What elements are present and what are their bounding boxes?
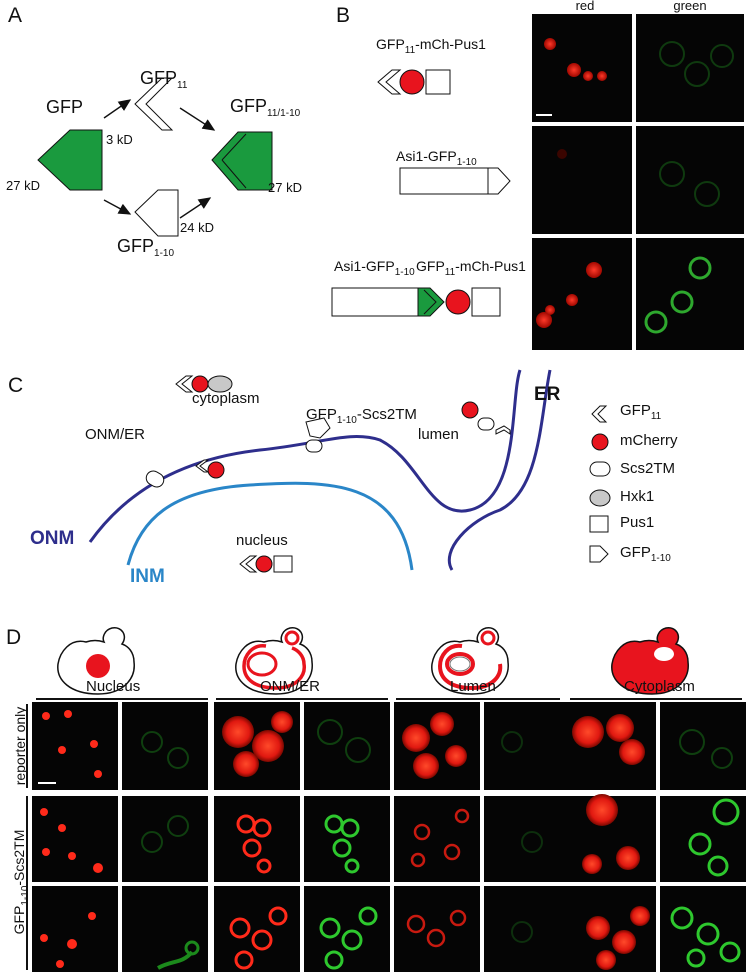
legend-entry-6: GFP1-10: [620, 544, 671, 564]
gfp-full-icon: [37, 129, 103, 191]
onm-label: ONM: [30, 528, 75, 549]
nucleus-cell-icon: [57, 627, 135, 695]
scs2tm-label: GFP1-10-Scs2TM: [306, 406, 417, 426]
cell-schematics: [57, 627, 689, 695]
panel-a-diagram: [37, 77, 273, 237]
group-label-cytoplasm: Cytoplasm: [624, 678, 695, 695]
gfp11-chevron-icon: [239, 555, 258, 573]
cytoplasm-cell-icon: [611, 627, 689, 695]
group-label-onm-er: ONM/ER: [260, 678, 320, 695]
legend-entry-5: Pus1: [620, 514, 655, 531]
gfp110-pentagon-icon: [305, 417, 331, 439]
legend-entry-1: GFP11: [620, 402, 662, 422]
gfp11-chevron-icon: [591, 405, 608, 423]
construct-label-3a: Asi1-GFP1-10: [334, 258, 415, 278]
group-underline-cytoplasm: [570, 698, 742, 700]
gfp-combined-kd-label: 27 kD: [268, 180, 302, 195]
legend-entry-3: Scs2TM: [620, 460, 676, 477]
scs2tm-capsule-icon: [477, 417, 495, 431]
construct-label-2: Asi1-GFP1-10: [396, 148, 477, 168]
panel-b-micrographs: [532, 14, 744, 350]
group-label-nucleus: Nucleus: [86, 678, 141, 695]
lumen-label: lumen: [418, 426, 459, 443]
gfp-combined-label: GFP11/1-10: [230, 96, 301, 119]
panel-c-letter: C: [8, 374, 24, 397]
mcherry-circle-icon: [399, 69, 425, 95]
mcherry-circle-icon: [445, 289, 471, 315]
onm-er-label: ONM/ER: [85, 426, 145, 443]
gfp-reassembled-icon: [417, 287, 445, 317]
scs2tm-capsule-icon: [589, 461, 611, 477]
legend-icons: [589, 405, 611, 563]
construct-label-1: GFP11-mCh-Pus1: [376, 36, 486, 56]
gfp110-label: GFP1-10: [117, 236, 175, 259]
pus1-square-icon: [589, 515, 609, 533]
er-label: ER: [534, 384, 561, 405]
gfp110-kd-label: 24 kD: [180, 220, 214, 235]
panel-a-letter: A: [8, 4, 23, 27]
er-line: [448, 369, 552, 571]
row-bracket-reporter: [26, 704, 28, 788]
gfp11-fragment-icon: [134, 77, 174, 131]
gfp11-chevron-icon: [377, 69, 402, 95]
panel-d-letter: D: [6, 626, 22, 649]
onm-line: [88, 369, 522, 543]
construct-label-3b: GFP11-mCh-Pus1: [416, 258, 526, 278]
hxk1-ellipse-icon: [589, 489, 611, 507]
mcherry-circle-icon: [207, 461, 225, 479]
cytoplasm-label: cytoplasm: [192, 390, 260, 407]
mcherry-circle-icon: [461, 401, 479, 419]
pus1-square-icon: [471, 287, 501, 317]
scs2tm-capsule-icon: [305, 439, 323, 453]
gfp-reassembled-icon: [211, 131, 273, 191]
inm-line: [126, 481, 414, 571]
panel-d-micrographs: [32, 702, 746, 972]
lumen-cell-icon: [431, 627, 509, 695]
gfp11-label: GFP11: [140, 68, 188, 91]
panel-b-constructs: [331, 69, 511, 317]
legend-entry-4: Hxk1: [620, 488, 655, 505]
group-underline-onm-er: [216, 698, 388, 700]
asi1-rect-icon: [399, 167, 489, 195]
row-bracket-scs2tm: [26, 796, 28, 970]
gfp11-chevron-icon: [175, 375, 194, 393]
gfp110-fragment-icon: [134, 189, 179, 237]
panel-c-membrane-diagram: [88, 369, 552, 573]
gfp11-chevron-icon: [195, 459, 210, 473]
gfp110-pentagon-icon: [487, 167, 511, 195]
pus1-square-icon: [425, 69, 451, 95]
row-label-scs2tm: GFP1-10-Scs2TM: [11, 829, 31, 935]
gfp11-chevron-icon: [495, 425, 511, 435]
panel-b-letter: B: [336, 4, 351, 27]
pus1-square-icon: [273, 555, 293, 573]
hxk1-ellipse-icon: [207, 375, 233, 393]
onm-er-cell-icon: [235, 627, 313, 695]
gfp110-pentagon-icon: [589, 545, 609, 563]
legend-entry-2: mCherry: [620, 432, 678, 449]
gfp-label: GFP: [46, 97, 84, 117]
gfp11-kd-label: 3 kD: [106, 132, 133, 147]
group-underline-nucleus: [36, 698, 208, 700]
mcherry-circle-icon: [255, 555, 273, 573]
scs2tm-capsule-icon: [145, 470, 165, 488]
group-underline-lumen: [396, 698, 560, 700]
gfp-kd-label: 27 kD: [6, 178, 40, 193]
nucleus-label: nucleus: [236, 532, 288, 549]
inm-label: INM: [130, 566, 165, 587]
mcherry-circle-icon: [591, 433, 609, 451]
column-header-green: green: [673, 0, 707, 13]
group-label-lumen: Lumen: [450, 678, 496, 695]
asi1-rect-icon: [331, 287, 419, 317]
column-header-red: red: [575, 0, 595, 13]
